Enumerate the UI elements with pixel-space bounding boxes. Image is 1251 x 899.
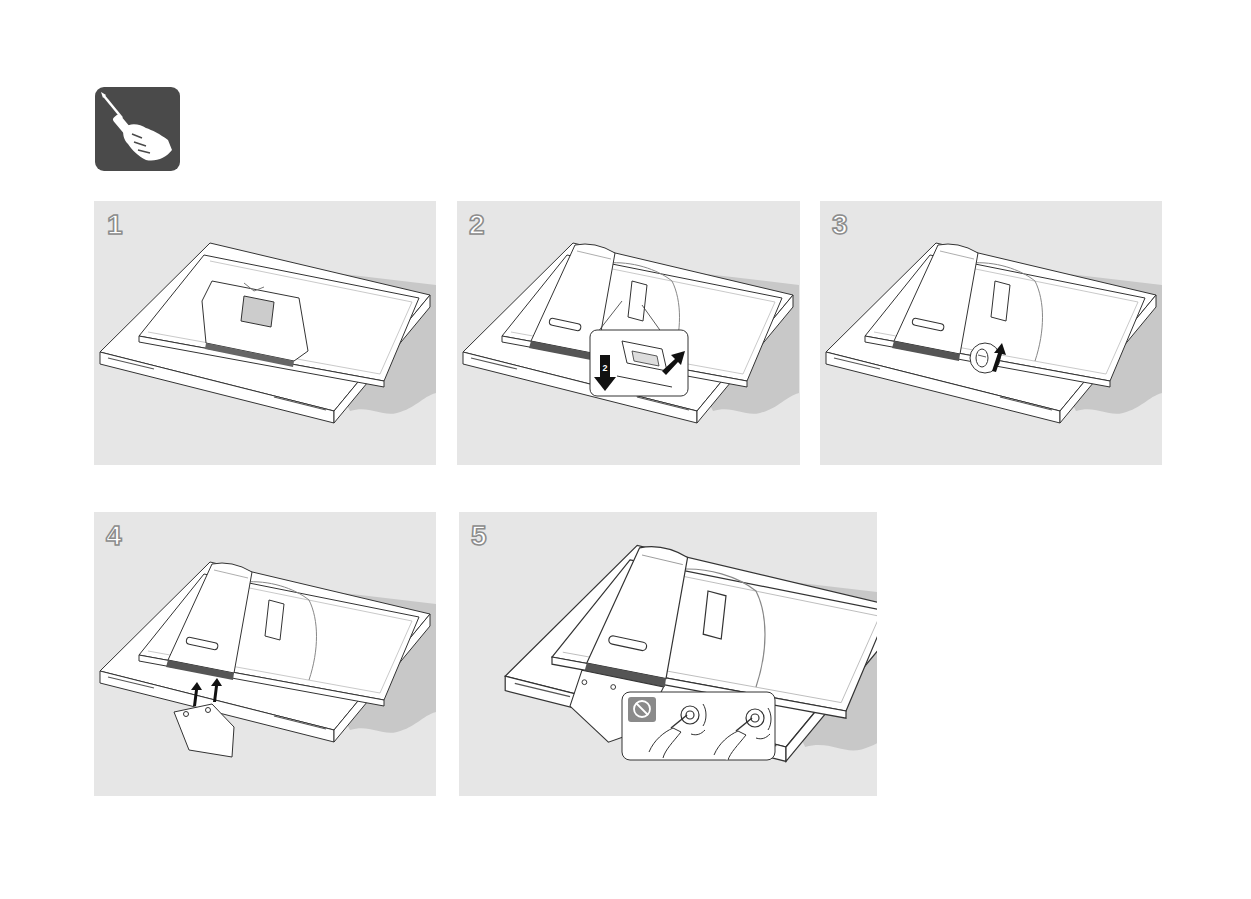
step-3-figure xyxy=(826,243,1162,423)
step-number: 2 xyxy=(469,211,485,239)
step-2-figure xyxy=(463,243,799,423)
step-1-figure xyxy=(100,243,436,423)
arrow-number: 2 xyxy=(602,364,607,373)
step-number: 3 xyxy=(832,211,848,239)
step-number: 4 xyxy=(106,522,122,550)
step-number: 1 xyxy=(107,211,123,239)
tool-icon xyxy=(95,87,180,171)
step-4-figure xyxy=(100,562,436,757)
step-number: 5 xyxy=(471,522,487,550)
step-5-figure xyxy=(505,545,908,761)
